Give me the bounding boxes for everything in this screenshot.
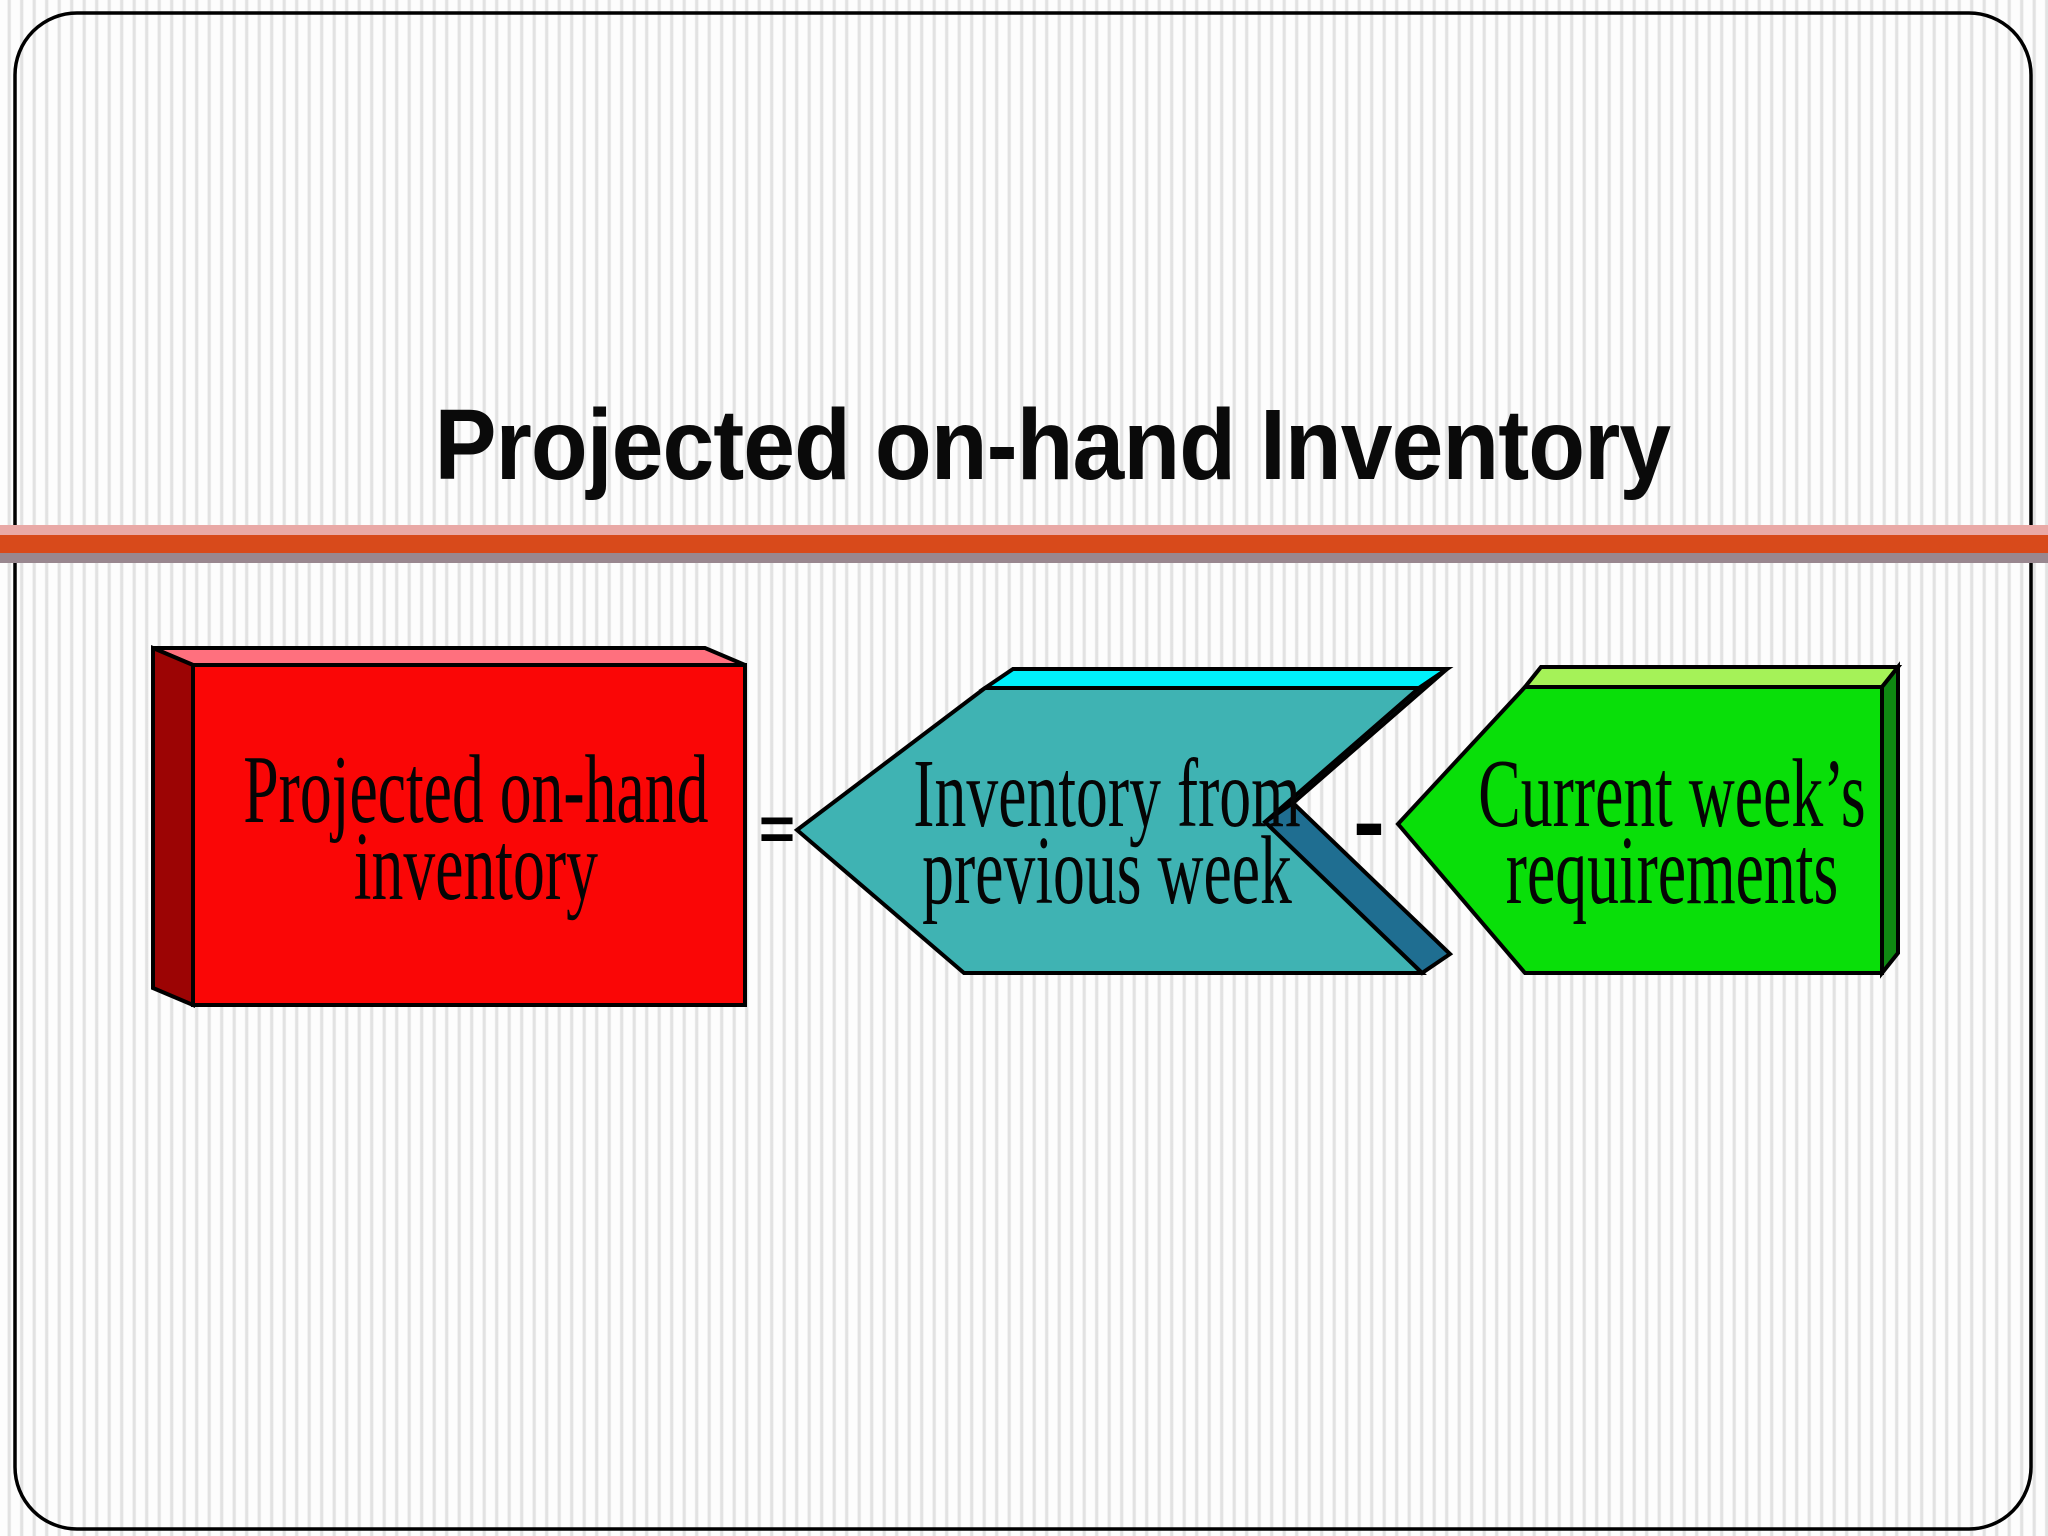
slide-title: Projected on-hand Inventory <box>56 395 2048 495</box>
minus-operator: - <box>1353 768 1385 875</box>
divider-bottom-band <box>0 553 2048 563</box>
result-box-3d <box>151 644 747 1009</box>
requirements-shape-label-text: Current week’s requirements <box>1478 740 1866 926</box>
requirements-shape-label-line2: requirements <box>1505 817 1839 926</box>
title-divider <box>0 525 2048 563</box>
equals-operator: = <box>758 795 796 864</box>
result-box-front-face <box>191 663 747 1007</box>
inventory-arrow-front-face <box>793 686 1427 975</box>
inventory-arrow-top-face <box>978 667 1454 690</box>
result-box-label-text: Projected on-hand inventory <box>243 736 709 922</box>
slide-title-text: Projected on-hand Inventory <box>434 389 1671 501</box>
divider-middle-band <box>0 535 2048 553</box>
requirements-shape-label-line1: Current week’s <box>1478 740 1866 848</box>
inventory-arrow-label-line1: Inventory from <box>913 740 1301 848</box>
inventory-arrow-label-line2: previous week <box>922 817 1292 926</box>
inventory-arrow-label-text: Inventory from previous week <box>913 740 1301 926</box>
result-box-label: Projected on-hand inventory <box>26 736 926 922</box>
result-box-label-line1: Projected on-hand <box>243 736 709 844</box>
divider-top-band <box>0 525 2048 535</box>
result-box-label-line2: inventory <box>353 813 599 922</box>
inventory-arrow-label: Inventory from previous week <box>657 740 1557 926</box>
requirements-shape-top-face <box>1520 665 1903 689</box>
inventory-arrow-3d <box>793 667 1454 976</box>
requirements-shape-front-face <box>1395 685 1884 975</box>
requirements-shape-3d <box>1395 661 1903 979</box>
slide-border <box>13 11 2033 1531</box>
result-box-top-face <box>152 646 746 667</box>
requirements-shape-label: Current week’s requirements <box>1222 740 2048 926</box>
